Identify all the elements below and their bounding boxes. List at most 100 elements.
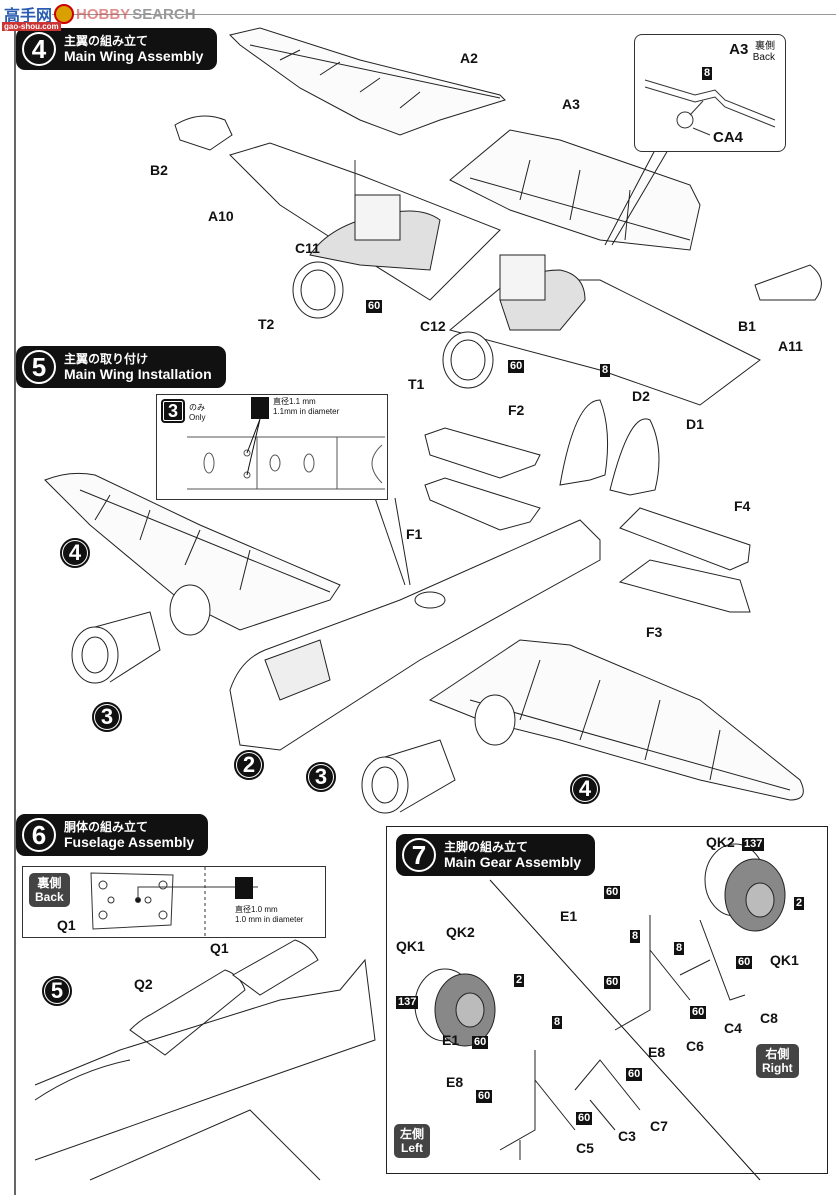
part-label: Q2	[134, 976, 153, 992]
step-5-title-en: Main Wing Installation	[64, 366, 212, 382]
stabilizer-f2	[424, 427, 541, 479]
drill-location-drawing	[187, 418, 385, 490]
step-7-title-en: Main Gear Assembly	[444, 854, 582, 870]
detail-part-label: A3	[729, 41, 749, 58]
part-label: F4	[734, 498, 751, 514]
right-wing-drawing	[428, 639, 804, 801]
page-border	[14, 14, 836, 1195]
paint-code-badge: 60	[576, 1112, 593, 1125]
part-label: E8	[446, 1074, 464, 1090]
part-label: A2	[460, 50, 478, 66]
part-label: C7	[650, 1118, 668, 1134]
part-label: T1	[408, 376, 425, 392]
paint-code-badge: 60	[604, 886, 621, 899]
part-label: QK1	[770, 952, 799, 968]
paint-code-badge: 60	[472, 1036, 489, 1049]
paint-code-badge: 60	[366, 300, 383, 313]
stabilizer-f1	[424, 477, 541, 531]
cover-q2	[129, 969, 246, 1056]
wing-a2-drawing	[229, 27, 506, 136]
part-label: QK2	[446, 924, 475, 940]
paint-code-badge: 2	[514, 974, 525, 987]
wheel-right	[704, 843, 786, 932]
step-5-title-jp: 主翼の取り付け	[64, 352, 149, 366]
side-jp: 裏側	[37, 876, 62, 890]
subassembly-ref-badge: 3	[92, 702, 122, 732]
part-label: F3	[646, 624, 663, 640]
side-badge-back: 裏側 Back	[29, 873, 70, 907]
part-label: E8	[648, 1044, 666, 1060]
paint-code-badge: 60	[690, 1006, 707, 1019]
paint-code-badge: 8	[702, 67, 713, 80]
part-label: C6	[686, 1038, 704, 1054]
wingtip-b1	[754, 264, 822, 301]
paint-code-badge: 60	[736, 956, 753, 969]
step-7-title-jp: 主脚の組み立て	[444, 840, 529, 854]
detail-side-jp: 裏側	[755, 41, 775, 52]
paint-code-badge: 8	[630, 930, 641, 943]
part-label: A10	[208, 208, 234, 224]
left-wing-drawing	[44, 472, 341, 631]
strut-right	[614, 915, 746, 1031]
wingtip-b2	[174, 115, 233, 151]
paint-code-badge: 60	[626, 1068, 643, 1081]
paint-code-badge: 60	[508, 360, 525, 373]
step-7-number: 7	[402, 838, 436, 872]
paint-code-badge: 60	[604, 976, 621, 989]
step-6-title-en: Fuselage Assembly	[64, 834, 195, 850]
engine-right	[361, 739, 456, 814]
drill-callout-step6: 裏側 Back Q1 直径1.0 mm 1.0 mm in diameter	[22, 866, 326, 938]
paint-code-badge: 60	[476, 1090, 493, 1103]
side-badge-left: 左側 Left	[394, 1124, 431, 1158]
step-4-header: 4 主翼の組み立て Main Wing Assembly	[16, 28, 218, 70]
drill-diameter-jp: 直径1.1 mm	[273, 397, 316, 406]
part-label: C3	[618, 1128, 636, 1144]
drill-bit-icon	[251, 397, 269, 419]
wing-a3-drawing	[449, 129, 701, 251]
step-6-title-jp: 胴体の組み立て	[64, 820, 149, 834]
watermark-url: gao-shou.com	[2, 22, 61, 31]
q1-drill-drawing	[90, 867, 258, 937]
nacelle-left	[169, 584, 211, 636]
rudder-d2	[559, 399, 609, 486]
step-4-number: 4	[22, 32, 56, 66]
drill-diameter-jp: 直径1.0 mm	[235, 905, 278, 914]
part-label: D2	[632, 388, 650, 404]
step-5-header: 5 主翼の取り付け Main Wing Installation	[16, 346, 226, 388]
part-label: C12	[420, 318, 446, 334]
subassembly-ref-badge: 3	[306, 762, 336, 792]
part-label: B2	[150, 162, 168, 178]
stabilizer-f4	[619, 507, 751, 571]
paint-code-badge: 137	[396, 996, 419, 1009]
part-label: E1	[560, 908, 578, 924]
part-label: D1	[686, 416, 704, 432]
drill-diameter-en: 1.1mm in diameter	[273, 407, 340, 416]
step-6-header: 6 胴体の組み立て Fuselage Assembly	[16, 814, 209, 856]
part-label: F2	[508, 402, 525, 418]
paint-code-badge: 8	[674, 942, 685, 955]
strut-left	[499, 1050, 641, 1160]
part-label: C4	[724, 1020, 742, 1036]
detail-drawing	[644, 79, 776, 136]
step-4-title-jp: 主翼の組み立て	[64, 34, 149, 48]
drill-diameter-en: 1.0 mm in diameter	[235, 915, 304, 924]
fuselage-section-drawing	[34, 958, 376, 1181]
watermark-brand-search: SEARCH	[132, 5, 196, 23]
drill-callout-step5: 3 のみ Only 直径1.1 mm 1.1mm in diameter	[156, 394, 388, 500]
paint-code-badge: 137	[742, 838, 765, 851]
part-label: A3	[562, 96, 580, 112]
side-jp: 左側	[400, 1127, 425, 1141]
subassembly-ref-badge: 3	[161, 399, 185, 423]
side-jp: 右側	[765, 1047, 790, 1061]
part-label: QK2	[706, 834, 735, 850]
part-label: Q1	[210, 940, 229, 956]
nacelle-right	[474, 694, 516, 746]
part-label: E1	[442, 1032, 460, 1048]
subassembly-ref-badge: 5	[42, 976, 72, 1006]
fuselage-drawing	[229, 519, 601, 751]
paint-code-badge: 2	[794, 897, 805, 910]
step-7-header: 7 主脚の組み立て Main Gear Assembly	[396, 834, 596, 876]
part-label: A11	[778, 338, 803, 354]
subassembly-ref-badge: 4	[570, 774, 600, 804]
